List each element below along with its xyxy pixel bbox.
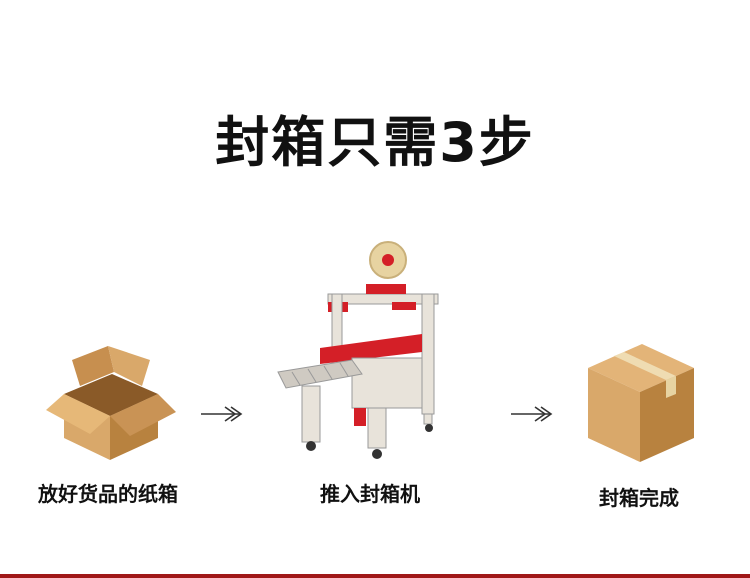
step-2-label: 推入封箱机 xyxy=(320,482,420,506)
step-3-label: 封箱完成 xyxy=(599,486,679,510)
open-box-icon xyxy=(46,346,176,460)
step-1-label: 放好货品的纸箱 xyxy=(38,482,178,506)
arrow-right-icon xyxy=(511,406,553,422)
bottom-accent-bar xyxy=(0,574,750,578)
arrow-right-icon xyxy=(201,406,243,422)
carton-sealing-machine-icon xyxy=(277,241,439,459)
page-title: 封箱只需3步 xyxy=(215,111,535,174)
sealed-box-icon xyxy=(588,344,694,462)
